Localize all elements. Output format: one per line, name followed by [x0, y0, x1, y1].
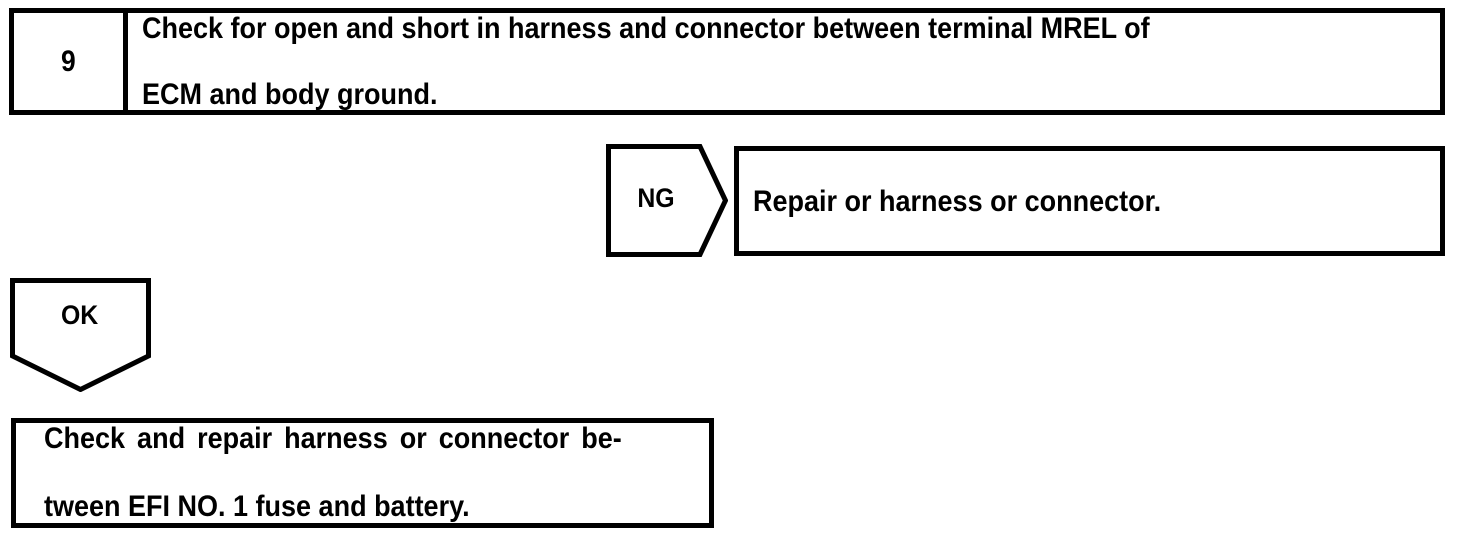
- pentagon-right-icon: [606, 144, 728, 257]
- step-row: 9 Check for open and short in harness an…: [9, 8, 1445, 115]
- ok-branch-label: OK: [60, 300, 99, 330]
- ok-result-line-2: tween EFI NO. 1 fuse and battery.: [44, 490, 470, 523]
- step-instruction-line-1: Check for open and short in harness and …: [142, 12, 1150, 45]
- ok-branch-pentagon: OK: [10, 278, 151, 392]
- ng-result-text: Repair or harness or connector.: [753, 184, 1162, 218]
- ok-result-text: Check and repair harness or connector be…: [44, 388, 622, 544]
- step-number-cell: 9: [14, 13, 128, 110]
- step-instruction-cell: Check for open and short in harness and …: [128, 12, 1440, 111]
- ok-result-box: Check and repair harness or connector be…: [11, 418, 714, 528]
- ng-branch-label: NG: [637, 182, 675, 213]
- ng-result-box: Repair or harness or connector.: [734, 146, 1445, 256]
- step-instruction-text: Check for open and short in harness and …: [142, 0, 1150, 144]
- step-instruction-line-2: ECM and body ground.: [142, 78, 438, 111]
- ok-result-line-1: Check and repair harness or connector be…: [44, 422, 622, 455]
- step-number: 9: [61, 44, 76, 78]
- pentagon-down-icon: [10, 278, 151, 392]
- ng-branch-pentagon: NG: [606, 144, 728, 257]
